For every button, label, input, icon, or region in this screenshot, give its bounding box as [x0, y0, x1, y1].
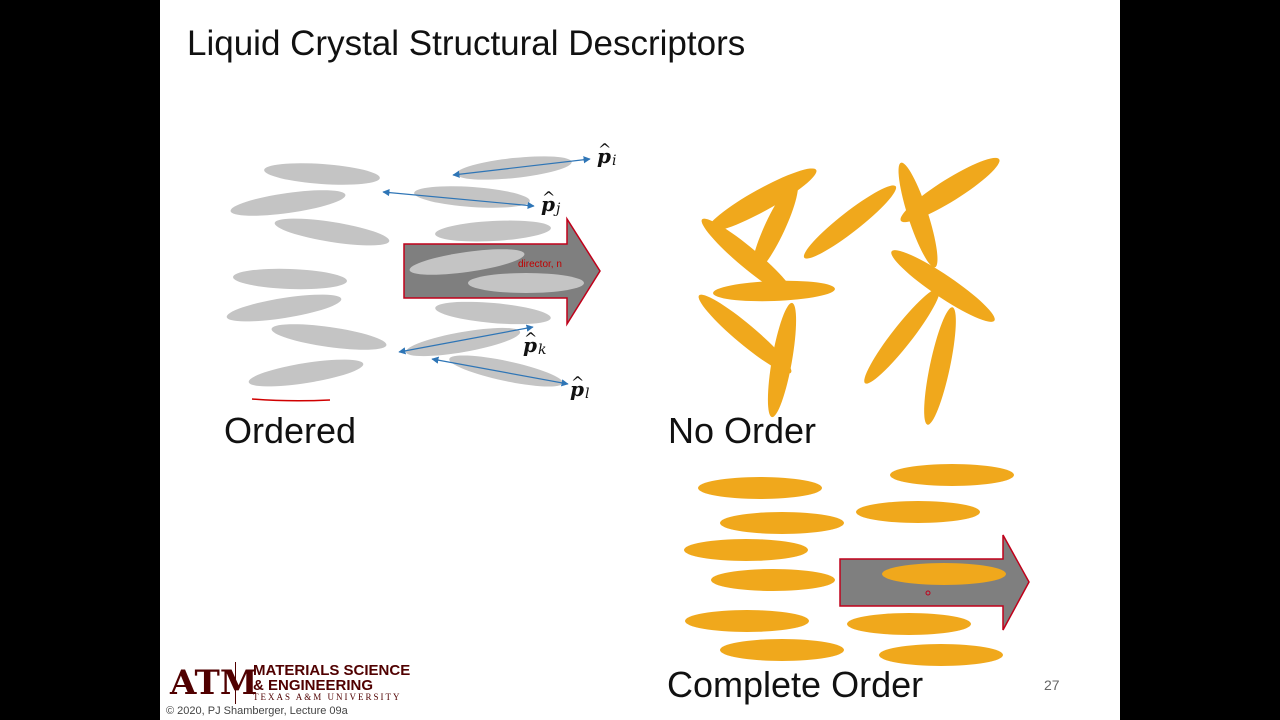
- tamu-mse-logo: ATM MATERIALS SCIENCE & ENGINEERING TEXA…: [170, 660, 435, 706]
- orange-molecule: [767, 302, 797, 418]
- svg-text:k: k: [538, 342, 546, 358]
- unit-vector-arrows: [382, 156, 591, 387]
- atm-logo-mark: ATM: [170, 663, 258, 703]
- orange-molecule: [882, 563, 1006, 585]
- svg-text:^: ^: [598, 140, 611, 159]
- svg-text:i: i: [612, 153, 616, 169]
- svg-text:p: p: [570, 377, 584, 401]
- letterbox-right: [1120, 0, 1280, 720]
- slide-illustration: director, n ^ p i ^ p j ^ p k ^ p l: [226, 140, 1030, 666]
- orange-molecule: [924, 307, 956, 425]
- gray-molecule: [233, 268, 347, 290]
- svg-text:p: p: [523, 333, 537, 357]
- orange-molecule: [698, 477, 822, 499]
- svg-text:^: ^: [542, 188, 555, 207]
- ink-underline: [251, 398, 331, 402]
- orange-molecule: [890, 464, 1014, 486]
- orange-molecule: [879, 644, 1003, 666]
- gray-molecule: [271, 324, 387, 350]
- copyright-notice: © 2020, PJ Shamberger, Lecture 09a: [166, 705, 348, 717]
- gray-molecule: [230, 190, 346, 216]
- orange-molecule: [847, 613, 971, 635]
- orange-molecule: [864, 288, 940, 384]
- slide-title: Liquid Crystal Structural Descriptors: [187, 24, 746, 63]
- orange-molecule: [898, 162, 938, 268]
- gray-molecule: [248, 359, 364, 387]
- complete-order-label: Complete Order: [667, 664, 924, 705]
- svg-text:p: p: [541, 192, 555, 216]
- orange-molecule: [856, 501, 980, 523]
- gray-molecule: [226, 294, 342, 322]
- logo-line-1: MATERIALS SCIENCE: [253, 662, 411, 679]
- orange-molecule: [752, 181, 798, 273]
- orange-molecule: [713, 280, 835, 302]
- cursor-dot: [925, 590, 931, 596]
- svg-text:l: l: [585, 386, 589, 402]
- orange-molecule: [803, 185, 897, 259]
- vector-label-pi: ^ p i: [597, 140, 616, 169]
- logo-divider: [235, 662, 236, 704]
- letterbox-left: [0, 0, 160, 720]
- orange-molecule: [701, 218, 795, 298]
- orange-molecule: [684, 539, 808, 561]
- orange-molecule: [891, 250, 995, 322]
- vector-label-pk: ^ p k: [523, 329, 546, 358]
- orange-molecule: [720, 639, 844, 661]
- orange-molecule: [698, 294, 792, 374]
- complete-order-molecules: [684, 464, 1030, 666]
- gray-molecule: [468, 273, 584, 293]
- svg-text:^: ^: [571, 373, 584, 392]
- gray-molecule: [449, 355, 563, 387]
- svg-text:p: p: [597, 144, 611, 168]
- no-order-molecules: [698, 157, 1000, 425]
- orange-molecule: [707, 168, 817, 232]
- vector-label-pl: ^ p l: [570, 373, 589, 402]
- slide: Liquid Crystal Structural Descriptors: [160, 0, 1120, 720]
- page-number: 27: [1044, 677, 1060, 693]
- gray-molecule: [274, 218, 390, 246]
- orange-molecule: [720, 512, 844, 534]
- gray-molecule: [264, 163, 380, 185]
- no-order-label: No Order: [668, 410, 817, 451]
- orange-molecule: [711, 569, 835, 591]
- director-label: director, n: [518, 259, 562, 270]
- gray-molecule: [435, 220, 551, 242]
- ordered-label: Ordered: [224, 410, 357, 451]
- gray-molecule: [409, 249, 525, 275]
- director-arrow: director, n: [403, 216, 601, 327]
- vector-label-pj: ^ p j: [541, 188, 561, 217]
- logo-line-3: TEXAS A&M UNIVERSITY: [253, 692, 402, 702]
- svg-text:^: ^: [524, 329, 537, 348]
- svg-text:j: j: [553, 201, 561, 217]
- orange-molecule: [685, 610, 809, 632]
- gray-molecule: [435, 301, 551, 325]
- logo-line-2: & ENGINEERING: [253, 677, 374, 694]
